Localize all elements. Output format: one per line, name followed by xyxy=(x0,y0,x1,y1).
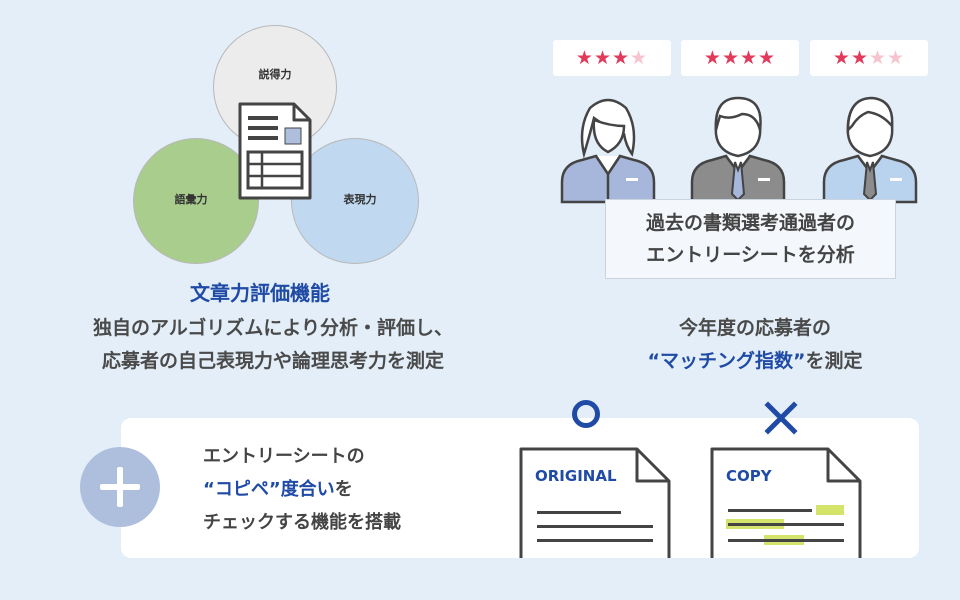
person-male-icon-2 xyxy=(822,96,918,204)
copy-quote-open: “ xyxy=(203,479,215,500)
matching-suffix: を測定 xyxy=(805,350,863,372)
writing-desc-line1: 独自のアルゴリズムにより分析・評価し、 xyxy=(92,317,454,339)
circle-mark-icon xyxy=(572,400,600,428)
star-icon: ★ xyxy=(721,47,740,69)
star-icon: ★ xyxy=(887,47,906,69)
analysis-line2: エントリーシートを分析 xyxy=(646,244,855,266)
matching-line1: 今年度の応募者の xyxy=(678,317,831,339)
star-icon: ★ xyxy=(593,47,612,69)
document-icon xyxy=(238,102,312,200)
copy-line3: チェックする機能を搭載 xyxy=(203,512,401,533)
copy-label: COPY xyxy=(726,467,772,485)
star-icon: ★ xyxy=(850,47,869,69)
person-female-icon xyxy=(560,98,656,204)
copy-line2-end: を xyxy=(334,479,353,500)
matching-highlight: マッチング指数 xyxy=(659,350,793,372)
star-icon: ★ xyxy=(612,47,631,69)
venn-circle-expression: 表現力 xyxy=(291,138,419,264)
analysis-line1: 過去の書類選考通過者の xyxy=(645,212,855,234)
matching-quote-open: “ xyxy=(647,350,660,372)
star-icon: ★ xyxy=(832,47,851,69)
copy-line2: “コピペ”度合いを xyxy=(203,473,401,506)
writing-evaluation-title: 文章力評価機能 xyxy=(190,281,330,305)
plus-icon xyxy=(80,447,160,527)
copy-line1: エントリーシートの xyxy=(203,446,365,467)
analysis-label: 過去の書類選考通過者の エントリーシートを分析 xyxy=(605,199,896,279)
writing-desc-line2: 応募者の自己表現力や論理思考力を測定 xyxy=(101,350,444,372)
star-icon: ★ xyxy=(740,47,759,69)
matching-index-desc: 今年度の応募者の “マッチング指数”を測定 xyxy=(560,312,950,378)
person-male-icon xyxy=(690,96,786,204)
copy-document-icon xyxy=(710,447,862,558)
venn-circle-vocabulary: 語彙力 xyxy=(133,138,259,264)
star-icon: ★ xyxy=(758,47,777,69)
star-icon: ★ xyxy=(630,47,649,69)
writing-evaluation-desc: 独自のアルゴリズムにより分析・評価し、 応募者の自己表現力や論理思考力を測定 xyxy=(0,312,546,378)
venn-label-vocabulary: 語彙力 xyxy=(174,193,208,206)
cross-mark-icon xyxy=(764,401,798,435)
copy-check-desc: エントリーシートの “コピペ”度合いを チェックする機能を搭載 xyxy=(203,440,401,539)
venn-label-persuasion: 説得力 xyxy=(258,68,292,81)
star-icon: ★ xyxy=(575,47,594,69)
rating-stars-2: ★★★★ xyxy=(681,40,799,76)
copy-highlight: コピペ xyxy=(214,479,269,500)
venn-label-expression: 表現力 xyxy=(343,193,377,206)
original-label: ORIGINAL xyxy=(535,467,617,485)
star-icon: ★ xyxy=(869,47,888,69)
original-document-icon xyxy=(519,447,671,558)
rating-stars-3: ★★★★ xyxy=(810,40,928,76)
rating-stars-1: ★★★★ xyxy=(553,40,671,76)
copy-line2-suffix: 度合い xyxy=(280,479,335,500)
matching-quote-close: ” xyxy=(793,350,806,372)
star-icon: ★ xyxy=(703,47,722,69)
copy-quote-close: ” xyxy=(268,479,281,500)
matching-line2: “マッチング指数”を測定 xyxy=(560,345,950,378)
